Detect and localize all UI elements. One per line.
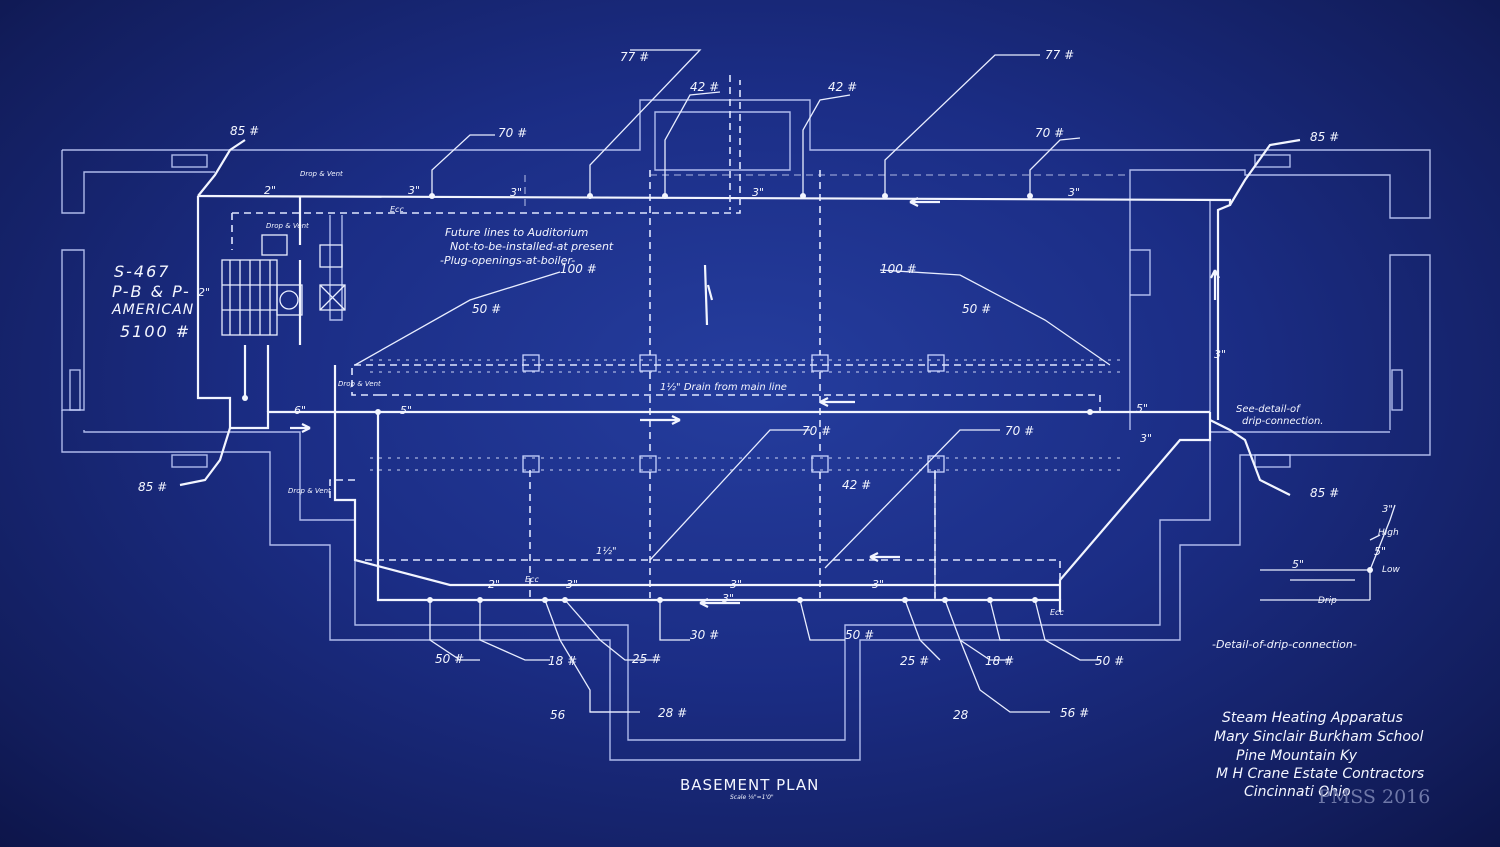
return-lines (231, 75, 1110, 580)
load-label: 77 # (1045, 48, 1075, 62)
drip-label: Drip (1318, 596, 1337, 606)
note-drop-vent-3: Drop & Vent (338, 380, 381, 388)
boiler-model: S-467 (114, 262, 171, 281)
load-label: 18 # (985, 654, 1015, 668)
pipe-size-label: 3" (1068, 186, 1081, 199)
branch-risers (354, 49, 1396, 713)
load-label: 85 # (230, 124, 260, 138)
pipe-size-label: 2" (264, 184, 277, 197)
column-grid (370, 170, 1130, 598)
load-label: 56 # (1060, 706, 1090, 720)
note-ecc-2: Ecc (525, 575, 539, 584)
title-line-5: Cincinnati Ohio (1244, 784, 1351, 800)
pipe-size-label: 5" (1292, 558, 1305, 571)
flow-arrows (290, 197, 1220, 608)
boiler-drawing (221, 234, 346, 336)
pipe-size-label: 3" (722, 592, 735, 605)
pipe-size-label: 3" (510, 186, 523, 199)
load-label: 77 # (620, 50, 650, 64)
pipe-size-label: 6" (294, 404, 307, 417)
pipe-size-label: 5" (1374, 545, 1387, 558)
load-label: 42 # (842, 478, 872, 492)
title-line-2: Mary Sinclair Burkham School (1214, 729, 1424, 745)
note-not-installed: Not-to-be-installed-at present (450, 240, 614, 253)
note-drip-connection: drip-connection. (1242, 416, 1324, 427)
load-label: 56 (550, 708, 566, 722)
pipe-size-label: 3" (1214, 348, 1227, 361)
load-label: 28 (953, 708, 969, 722)
load-label: 100 # (560, 262, 597, 276)
load-label: 50 # (472, 302, 502, 316)
boiler-rating: 5100 # (120, 322, 192, 341)
load-label: 70 # (1005, 424, 1035, 438)
load-label: 25 # (632, 652, 662, 666)
plan-title: BASEMENT PLAN (680, 776, 820, 794)
load-label: 85 # (138, 480, 168, 494)
load-label: 42 # (690, 80, 720, 94)
load-label: 28 # (658, 706, 688, 720)
pipe-size-label: 3" (1140, 432, 1153, 445)
load-label: 50 # (845, 628, 875, 642)
plan-scale: Scale ⅛"=1'0" (730, 794, 774, 801)
load-label: 70 # (1035, 126, 1065, 140)
load-label: 42 # (828, 80, 858, 94)
load-label: 85 # (1310, 486, 1340, 500)
boiler-brand: AMERICAN (112, 302, 195, 318)
note-drain: 1½" Drain from main line (660, 382, 787, 393)
load-label: 100 # (880, 262, 917, 276)
load-label: 30 # (690, 628, 720, 642)
pipe-size-label: 3" (730, 578, 743, 591)
pipe-size-label: 5" (1136, 402, 1149, 415)
load-label: 85 # (1310, 130, 1340, 144)
drip-high-label: High (1378, 528, 1399, 538)
pipe-size-label: 2" (488, 578, 501, 591)
drip-low-label: Low (1382, 565, 1400, 575)
load-label: 50 # (435, 652, 465, 666)
note-future-lines: Future lines to Auditorium (445, 226, 589, 239)
title-line-1: Steam Heating Apparatus (1222, 710, 1403, 726)
pipe-size-label: 3" (408, 184, 421, 197)
note-drop-vent-1: Drop & Vent (300, 170, 343, 178)
pipe-size-label: 2" (198, 286, 211, 299)
note-drop-vent-2: Drop & Vent (266, 222, 309, 230)
title-line-4: M H Crane Estate Contractors (1216, 766, 1425, 782)
title-line-3: Pine Mountain Ky (1236, 748, 1358, 764)
load-label: 70 # (802, 424, 832, 438)
note-ecc-3: Ecc (1050, 608, 1064, 617)
note-drop-vent-4: Drop & Vent (288, 487, 331, 495)
load-label: 18 # (548, 654, 578, 668)
pipe-size-label: 3" (752, 186, 765, 199)
pipe-size-label: 1½" (596, 546, 617, 557)
pipe-size-label: 3" (566, 578, 579, 591)
note-plug-openings: -Plug-openings-at-boiler- (440, 254, 576, 267)
pipe-size-label: 3" (872, 578, 885, 591)
note-see-detail: See-detail-of (1236, 404, 1300, 415)
pipe-fittings (242, 193, 1373, 603)
pipe-size-label: 3" (1382, 504, 1393, 515)
load-label: 50 # (962, 302, 992, 316)
load-label: 50 # (1095, 654, 1125, 668)
drip-detail-caption: -Detail-of-drip-connection- (1212, 638, 1357, 651)
building-walls (61, 99, 1431, 761)
load-label: 70 # (498, 126, 528, 140)
pipe-size-label: 5" (400, 404, 413, 417)
note-ecc-1: Ecc (390, 205, 404, 214)
watermark: PMSS 2016 (1318, 786, 1431, 808)
load-label: 25 # (900, 654, 930, 668)
boiler-maker: P-B & P- (112, 282, 191, 301)
